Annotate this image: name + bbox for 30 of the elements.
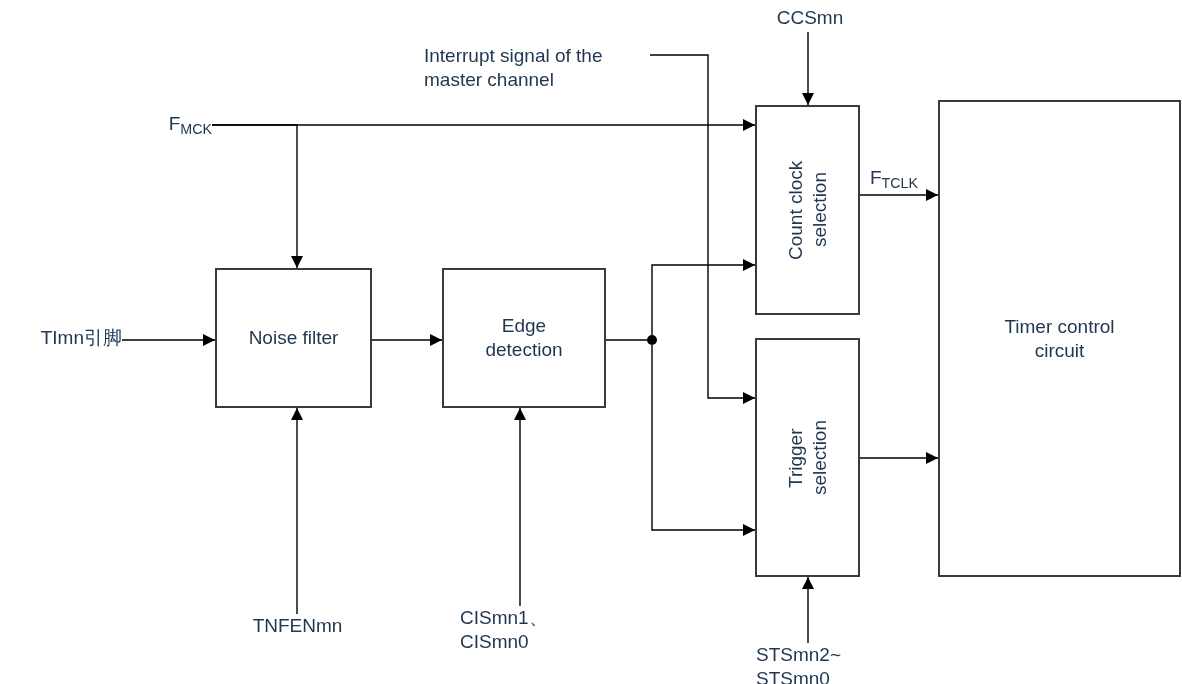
signal-label: TNFENmn: [210, 614, 385, 642]
box-label: Count clock selection: [783, 159, 831, 262]
arrow: [211, 124, 303, 269]
signal-label: F$_{MCK}$: [140, 112, 212, 138]
arrow: [371, 334, 443, 346]
connector-line: [605, 339, 648, 341]
signal-label: Interrupt signal of the master channel: [424, 44, 650, 102]
noise-filter-box: [215, 268, 372, 408]
trigger-selection-box: [755, 338, 860, 577]
box-label: Edge detection: [484, 314, 564, 362]
signal-label: CCSmn: [770, 6, 850, 32]
arrow: [121, 334, 216, 346]
arrow: [291, 407, 303, 615]
arrow: [802, 31, 814, 106]
edge-label: F$_{TCLK}$: [870, 166, 919, 190]
box-label: Timer control circuit: [1003, 314, 1116, 363]
arrow: [859, 189, 939, 201]
pin-label: TImn引脚: [4, 326, 122, 354]
arrow: [802, 576, 814, 644]
box-label: Noise filter: [248, 326, 339, 350]
timer-control-circuit-box: [938, 100, 1181, 577]
edge-detection-box: [442, 268, 606, 408]
signal-label: CISmn1、 CISmn0: [460, 606, 580, 660]
box-label: Trigger selection: [783, 419, 831, 497]
count-clock-selection-box: [755, 105, 860, 315]
arrow: [859, 452, 939, 464]
arrow: [651, 259, 756, 336]
arrow: [514, 407, 526, 607]
arrow: [651, 344, 756, 536]
arrow: [649, 54, 756, 404]
